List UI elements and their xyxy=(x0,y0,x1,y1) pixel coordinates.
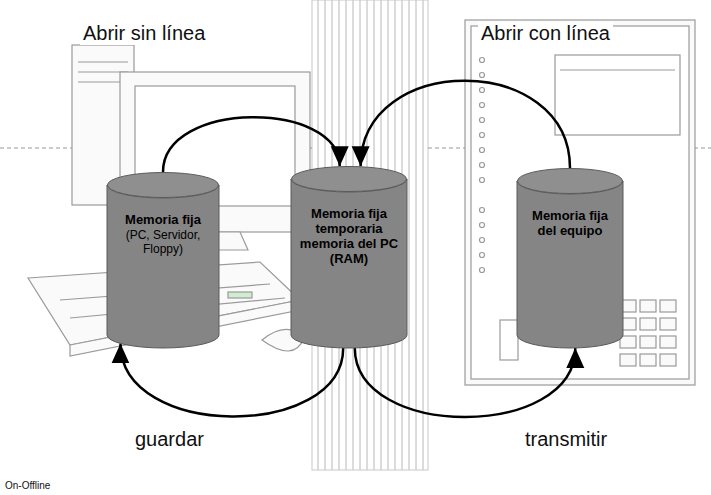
cylinder-shape xyxy=(517,168,623,348)
cylinder-top xyxy=(518,169,623,194)
cylinder-body xyxy=(291,179,407,348)
cylinder-top xyxy=(292,167,407,192)
flow-arrow xyxy=(163,117,340,172)
cylinder-text: Memoria fija(PC, Servidor, Floppy) xyxy=(107,172,219,256)
flow-label: Abrir con línea xyxy=(478,22,613,45)
storage-detail: (PC, Servidor, Floppy) xyxy=(113,228,213,256)
cylinder-body xyxy=(517,181,623,348)
storage-title: Memoria fija del equipo xyxy=(523,208,617,238)
storage-cylinder: Memoria fija(PC, Servidor, Floppy) xyxy=(107,172,219,348)
cylinder-body xyxy=(107,185,219,348)
flow-arrow xyxy=(361,81,570,168)
cylinder-text: Memoria fija temporaria memoria del PC (… xyxy=(291,166,407,266)
storage-cylinder: Memoria fija temporaria memoria del PC (… xyxy=(291,166,407,348)
flow-label: Abrir sin línea xyxy=(80,22,208,45)
storage-cylinder: Memoria fija del equipo xyxy=(517,168,623,348)
flow-label: guardar xyxy=(132,428,207,451)
flow-label: transmitir xyxy=(522,428,610,451)
cylinder-text: Memoria fija del equipo xyxy=(517,168,623,238)
pc-illustration xyxy=(28,45,310,356)
device-illustration xyxy=(465,20,695,385)
cylinder-top xyxy=(108,173,219,198)
flow-arrow xyxy=(355,348,576,417)
storage-title: Memoria fija xyxy=(113,212,213,227)
flow-arrow xyxy=(120,343,343,416)
storage-title: Memoria fija temporaria memoria del PC (… xyxy=(297,206,401,266)
figure-caption: On-Offline xyxy=(2,480,53,491)
cylinder-shape xyxy=(107,172,219,348)
